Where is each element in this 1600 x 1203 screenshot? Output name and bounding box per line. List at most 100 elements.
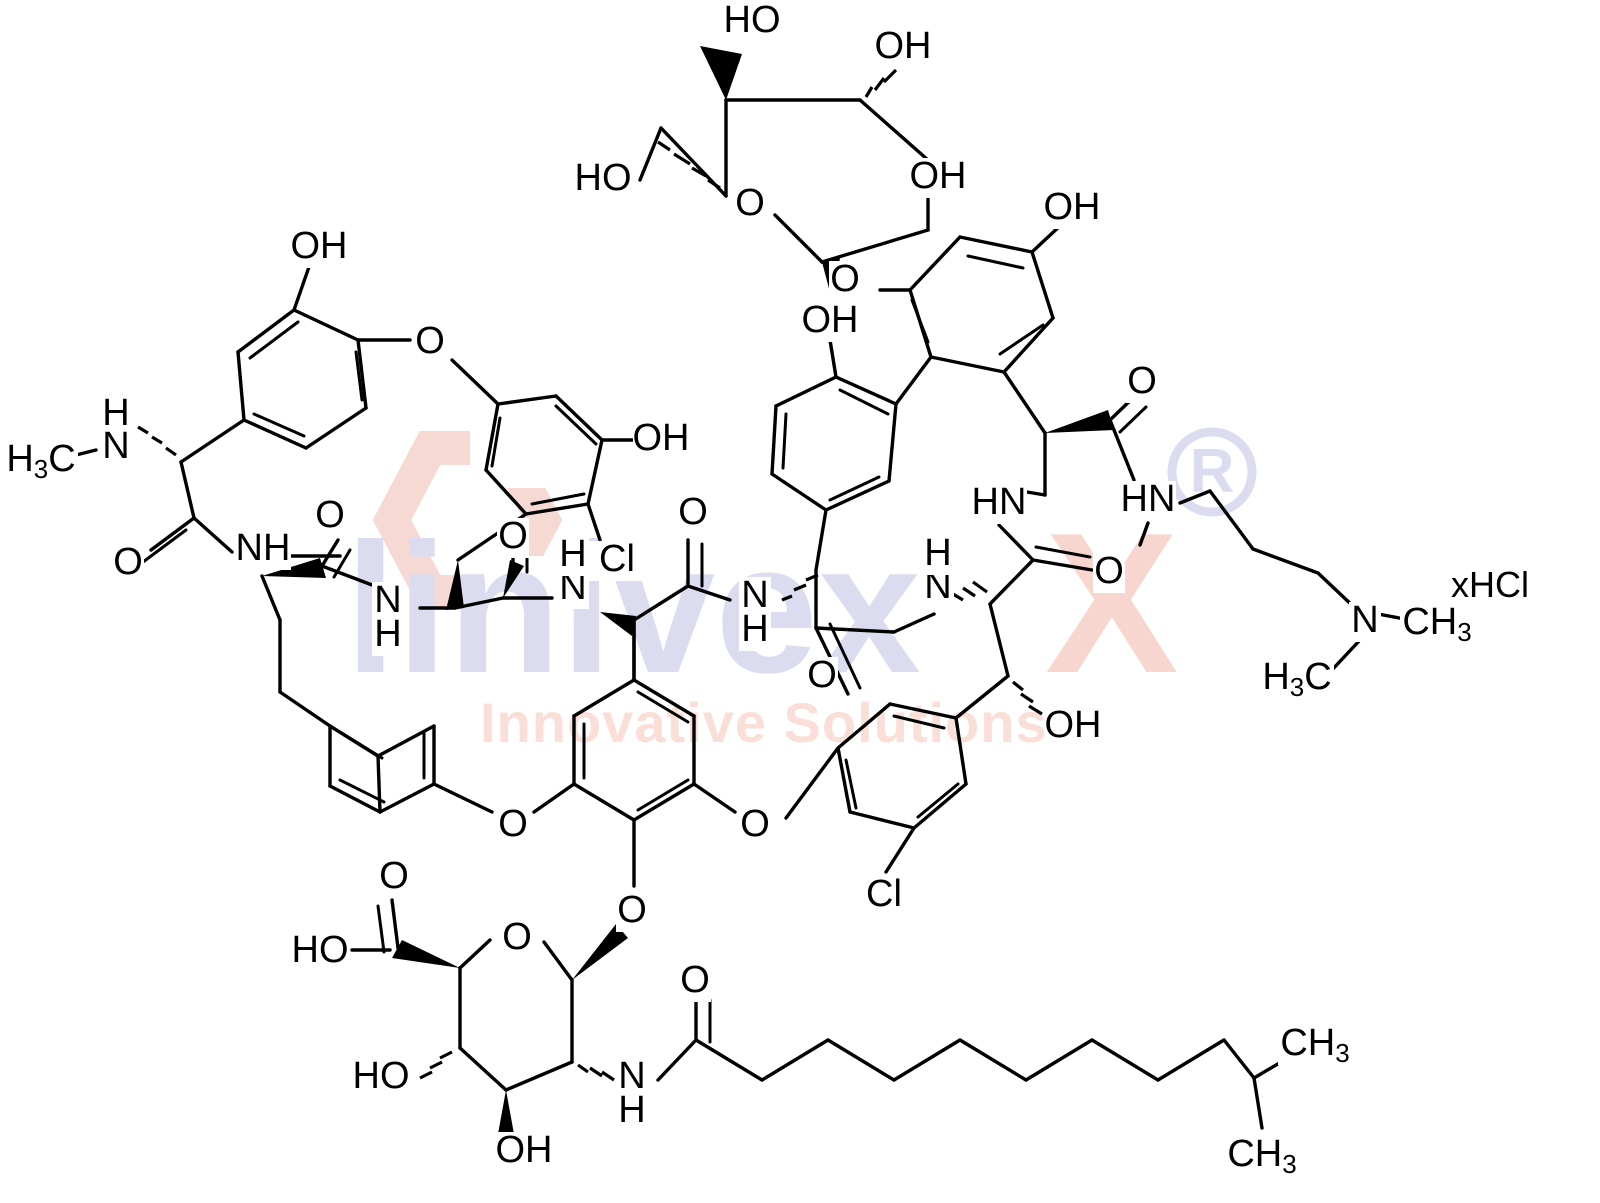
label-halo (1093, 553, 1125, 593)
atom-label-n-left-2: N (374, 579, 401, 621)
label-halo (1126, 363, 1158, 403)
atom-label-o-amide-left: O (113, 541, 143, 583)
atom-label-n-acyl: N (618, 1055, 645, 1097)
label-halo (875, 28, 931, 68)
atom-label-oh-ringE-top: OH (1044, 186, 1101, 228)
hash-bond-glc5 (657, 140, 721, 190)
atom-label-n-dimethyl: N (1351, 599, 1378, 641)
label-halo (112, 544, 144, 584)
label-halo (616, 1058, 648, 1098)
aryl-ring-C (278, 690, 494, 814)
wedge-bond-central (600, 612, 636, 636)
label-halo (235, 530, 291, 570)
label-halo (739, 611, 771, 651)
label-halo (802, 302, 858, 342)
atom-label-oh-glc-2: HO (724, 0, 781, 41)
label-halo (910, 158, 966, 198)
atom-label-nh-left-1: NH (236, 527, 291, 569)
label-halo (497, 806, 529, 846)
stereocenter-hydroxy-right (952, 580, 1043, 720)
label-halo (497, 518, 529, 558)
label-halo (971, 484, 1027, 524)
right-amide-linkage (988, 521, 1150, 606)
atom-label-o-ether-bl: O (498, 803, 528, 845)
label-halo (1400, 604, 1474, 644)
atom-label-ho-sugar-3: HO (353, 1055, 410, 1097)
atom-label-o-amide-3: O (498, 515, 528, 557)
atom-label-n-left: N (102, 425, 129, 467)
wedge-bond-anomeric-lower (572, 924, 628, 980)
label-halo (501, 919, 533, 959)
label-halo (1045, 707, 1101, 747)
wedge-bond-amide-right (1045, 410, 1114, 433)
atom-label-h-left-2: H (374, 613, 401, 655)
left-peptide-chain (62, 425, 382, 694)
aryl-ring-A (179, 262, 412, 464)
label-halo (1120, 481, 1176, 521)
dimethylaminopropyl-tail (1178, 489, 1412, 673)
label-halo (739, 806, 771, 846)
atom-label-oh-mid-upper: OH (633, 417, 690, 459)
atom-label-o-amide-7: O (1127, 360, 1157, 402)
label-halo (739, 577, 771, 617)
label-halo (314, 497, 346, 537)
atom-label-oh-glc-3: OH (875, 25, 932, 67)
aryl-ring-D (770, 338, 898, 572)
label-halo (677, 494, 709, 534)
label-halo (616, 1092, 648, 1132)
wedge-bond-sugar4 (498, 1090, 514, 1134)
svg-text:X: X (1045, 492, 1178, 715)
atom-label-o-sugar-ring: O (502, 916, 532, 958)
atom-label-h-mid: H (559, 533, 586, 575)
central-amino-acid (600, 538, 732, 682)
atom-label-n-mid-2: N (741, 574, 768, 616)
hash-bond-nmethyl (137, 425, 177, 457)
atom-label-o-amide-6: O (1094, 550, 1124, 592)
wedge-bond-center-1 (446, 560, 464, 610)
label-halo (1225, 1136, 1299, 1176)
hash-bond-central-right (781, 573, 819, 602)
label-halo (679, 962, 711, 1002)
label-halo (856, 876, 912, 916)
atom-label-ch3-chain-2: CH3 (1227, 1133, 1296, 1179)
label-halo (1044, 189, 1100, 229)
atom-label-o-acyl: O (680, 959, 710, 1001)
hash-bond-sugar3 (419, 1050, 453, 1080)
atom-label-cl-upper: Cl (599, 538, 635, 580)
atom-label-o-glycosidic-lower: O (617, 889, 647, 931)
atom-label-ho-glc-6: HO (575, 157, 632, 199)
atom-label-hn-right-2: HN (972, 481, 1027, 523)
label-halo (1278, 1025, 1352, 1065)
atom-label-oh-ringD-left: OH (802, 299, 859, 341)
aryl-ring-B-chloro (450, 358, 636, 562)
atom-label-h3c-left: H3C (6, 438, 75, 484)
label-halo (589, 541, 645, 581)
glucuronic-acid-ring (350, 898, 628, 1134)
salt-label: xHCl (1451, 564, 1529, 605)
right-central-linkage (781, 568, 936, 696)
label-halo (806, 657, 838, 697)
label-halo (353, 1058, 409, 1098)
label-halo (292, 932, 348, 972)
atom-label-o-carboxyl-dbl: O (379, 855, 409, 897)
atom-label-oh-right-low: OH (1045, 704, 1102, 746)
atom-label-h3c-dm-2: H3C (1262, 656, 1331, 702)
atom-label-oh-sugar-4: OH (496, 1129, 553, 1171)
atom-label-o-amide-2: O (315, 494, 345, 536)
stereocenter-ringE-side (1001, 394, 1148, 497)
label-halo (575, 160, 631, 200)
atom-label-o-glycosidic-upper: O (830, 258, 860, 300)
label-halo (1260, 659, 1334, 699)
atom-label-ho-carboxyl: HO (292, 929, 349, 971)
aryl-ring-E (878, 222, 1064, 435)
aryl-ring-F-chloro (784, 702, 968, 874)
atom-label-ch3-chain-1: CH3 (1280, 1022, 1349, 1068)
atom-label-oh-glc-4: OH (910, 155, 967, 197)
label-halo (633, 420, 689, 460)
atom-label-ch3-dm-1: CH3 (1402, 601, 1471, 647)
wedge-bond-carboxyl (392, 940, 460, 968)
atom-label-h-right-1: H (924, 532, 951, 574)
